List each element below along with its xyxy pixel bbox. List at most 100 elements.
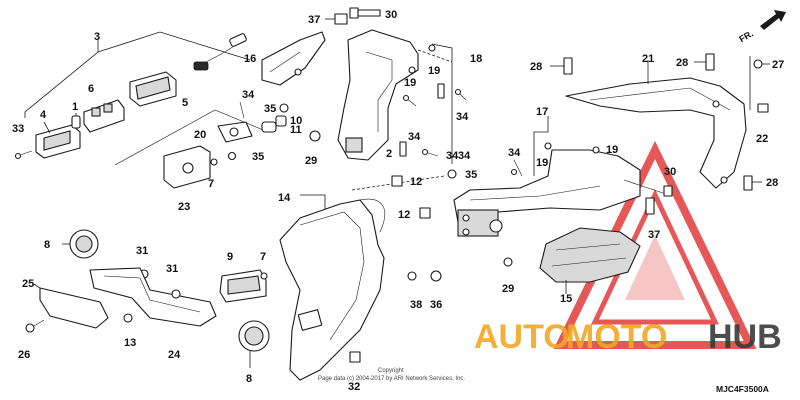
callout-14: 14 — [278, 192, 291, 204]
callout-35-a: 35 — [264, 103, 276, 115]
collar-37-top — [325, 13, 348, 25]
rear-cowl-21 — [565, 60, 747, 189]
callout-29-a: 29 — [305, 155, 317, 167]
callout-4: 4 — [40, 109, 47, 121]
front-arrow-icon — [760, 10, 786, 30]
screw-26 — [25, 319, 45, 333]
callout-21: 21 — [642, 53, 654, 65]
reflector-bracket-16 — [261, 31, 326, 86]
callout-27: 27 — [772, 59, 784, 71]
callout-labels: 3 30 37 18 16 19 19 21 28 28 27 22 28 17… — [12, 9, 784, 393]
callout-36: 36 — [430, 299, 442, 311]
clip-2-b — [399, 141, 407, 157]
collar-35-b — [447, 169, 457, 179]
watermark-text: AUTO MOTO HUB — [474, 318, 782, 356]
callout-3: 3 — [94, 31, 100, 43]
bolt-34-d — [239, 101, 245, 119]
screw-27 — [749, 56, 770, 110]
callout-13: 13 — [124, 337, 136, 349]
callout-35-c: 35 — [252, 151, 264, 163]
tail-lamp-15 — [539, 227, 641, 294]
watermark-word-auto: AUTO — [474, 318, 570, 356]
bolt-28-c — [743, 175, 762, 191]
rear-fender-14 — [279, 175, 445, 381]
callout-6: 6 — [88, 83, 94, 95]
copyright-notice: Page data (c) 2004-2017 by ARI Network S… — [318, 376, 465, 382]
bushing-11 — [261, 121, 277, 133]
bulb-part-1 — [71, 113, 81, 129]
callout-12-b: 12 — [398, 209, 410, 221]
callout-7-b: 7 — [260, 251, 266, 263]
callout-16: 16 — [244, 53, 256, 65]
bolt-30-bottom — [623, 179, 673, 197]
grommet-19-c — [544, 142, 552, 150]
license-lamp-23 — [163, 145, 211, 189]
license-light-group-frame — [24, 31, 269, 166]
callout-19-b: 19 — [428, 65, 440, 77]
rubber-10 — [275, 115, 287, 127]
washer-7-a — [210, 158, 218, 166]
front-direction-indicator: FR. — [737, 10, 786, 44]
callout-22: 22 — [756, 133, 768, 145]
callout-34-d: 34 — [242, 89, 255, 101]
callout-12-a: 12 — [410, 176, 422, 188]
callout-5: 5 — [182, 97, 188, 109]
reflector-8-top — [62, 229, 99, 259]
callout-30-bottom: 30 — [664, 166, 676, 178]
bolt-34-c — [421, 148, 439, 157]
callout-18: 18 — [470, 53, 482, 65]
nut-29-b — [503, 257, 513, 267]
collar-35-a — [279, 103, 289, 113]
washer-7-b — [260, 272, 268, 280]
callout-38: 38 — [410, 299, 422, 311]
callout-10: 10 — [290, 115, 302, 127]
nut-36 — [430, 270, 442, 282]
clip-32 — [349, 351, 361, 363]
grommet-19-d — [592, 146, 600, 154]
callout-15: 15 — [560, 293, 572, 305]
lens-part-5 — [129, 71, 177, 107]
callout-28-a: 28 — [530, 61, 542, 73]
callout-17: 17 — [536, 106, 548, 118]
callout-34-f: 34 — [458, 150, 471, 162]
bolt-28-a — [550, 57, 573, 75]
license-lamp-housing — [35, 121, 81, 159]
collar-37-bottom — [645, 197, 655, 215]
callout-37-bottom: 37 — [648, 229, 660, 241]
callout-19-d: 19 — [606, 144, 618, 156]
stay-25 — [33, 283, 109, 329]
callout-31-a: 31 — [136, 245, 148, 257]
callout-9: 9 — [227, 251, 233, 263]
callout-30-top: 30 — [385, 9, 397, 21]
stay-plate-24 — [89, 267, 217, 327]
callout-8-bottom: 8 — [246, 373, 252, 385]
callout-2: 2 — [386, 148, 392, 160]
callout-29-b: 29 — [502, 283, 514, 295]
callout-23: 23 — [178, 201, 190, 213]
screw-33 — [14, 150, 33, 160]
callout-35-b: 35 — [465, 169, 477, 181]
callout-32: 32 — [348, 381, 360, 393]
callout-28-b: 28 — [676, 57, 688, 69]
stay-part-20 — [217, 121, 253, 143]
callout-28-c: 28 — [766, 177, 778, 189]
reflector-8-bottom — [238, 320, 270, 368]
callout-34-c: 34 — [446, 150, 459, 162]
collar-35-c — [227, 151, 237, 161]
collar-38 — [407, 271, 417, 281]
gasket-part-6 — [83, 99, 125, 133]
callout-34-e: 34 — [508, 147, 521, 159]
bolt-30-top — [349, 7, 381, 19]
bolt-34-e — [510, 159, 523, 177]
callout-20: 20 — [194, 129, 206, 141]
callout-7-a: 7 — [208, 178, 214, 190]
front-direction-label: FR. — [737, 28, 755, 44]
nut-22 — [757, 103, 769, 113]
nut-29-a — [309, 130, 321, 142]
tail-light-bracket-17 — [453, 116, 641, 237]
bolt-34-a — [402, 94, 417, 107]
watermark-word-moto: MOTO — [566, 318, 667, 356]
watermark-word-hub: HUB — [708, 318, 782, 356]
callout-1: 1 — [72, 101, 78, 113]
